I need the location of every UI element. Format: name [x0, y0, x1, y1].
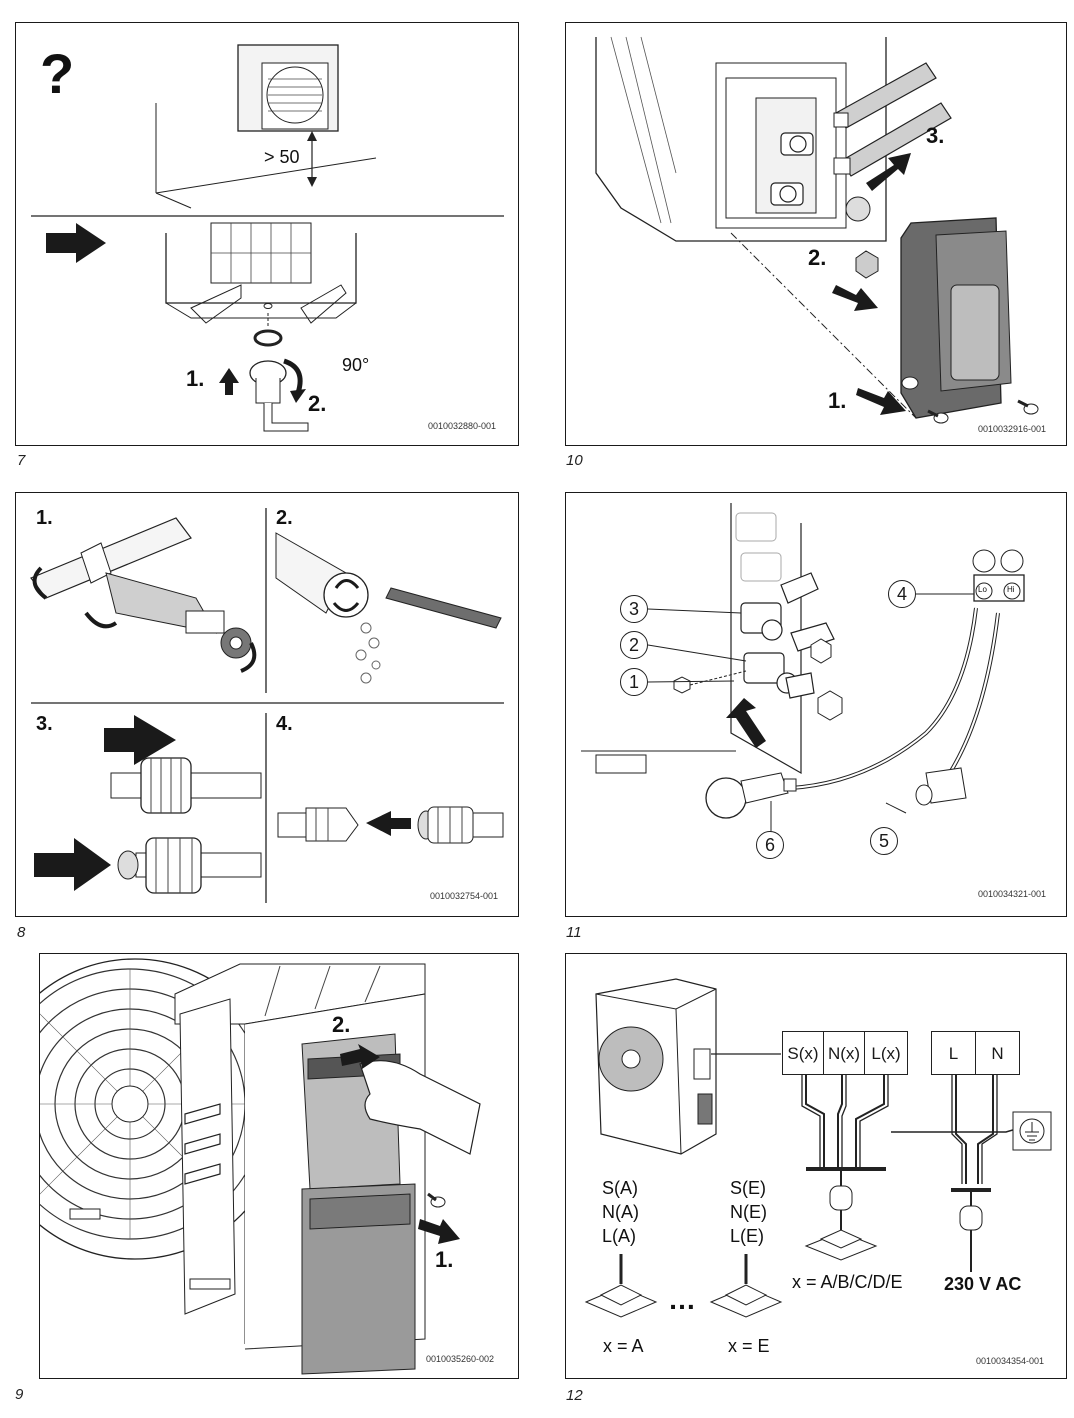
figure-11-number: 11 [566, 924, 582, 941]
unit-e-s: S(E) [730, 1178, 766, 1198]
terminal-nx: N(x) [823, 1031, 865, 1075]
unit-a-s: S(A) [602, 1178, 638, 1198]
unit-e-n: N(E) [730, 1202, 767, 1222]
figure-7-illustration [31, 44, 504, 432]
figure-7-step-1: 1. [186, 366, 205, 391]
figure-11-panel: 3 2 1 4 5 6 Lo Hi 0010034321-001 [565, 492, 1067, 917]
unit-a-n: N(A) [602, 1202, 639, 1222]
terminal-l: L [931, 1031, 976, 1075]
figure-9-code: 0010035260-002 [426, 1354, 495, 1364]
figure-7-number: 7 [17, 452, 26, 469]
figure-10-panel: 3. 2. 1. 0010032916-001 [565, 22, 1067, 446]
figure-12-number: 12 [566, 1387, 583, 1404]
unit-e-l: L(E) [730, 1226, 765, 1246]
figure-11-label-6: 6 [756, 831, 784, 859]
figure-7-code: 0010032880-001 [428, 421, 497, 431]
terminal-lx: L(x) [864, 1031, 908, 1075]
figure-10-code: 0010032916-001 [978, 424, 1047, 434]
terminal-sx: S(x) [782, 1031, 824, 1075]
figure-9-step-2: 2. [332, 1012, 351, 1037]
figure-9-number: 9 [15, 1386, 24, 1403]
terminal-n: N [975, 1031, 1020, 1075]
figure-8-step-3: 3. [36, 713, 53, 735]
figure-8-step-4: 4. [276, 713, 293, 735]
figure-12-panel: S(x) N(x) L(x) L N S(A) N(A) L(A) S(E) N… [565, 953, 1067, 1379]
figure-8-step-1: 1. [36, 507, 53, 529]
figure-11-label-5: 5 [870, 827, 898, 855]
unit-a-l: L(A) [602, 1226, 637, 1246]
figure-12-code: 0010034354-001 [976, 1356, 1045, 1366]
figure-7-question-mark: ? [40, 42, 75, 105]
figure-8-code: 0010032754-001 [430, 891, 499, 901]
figure-10-step-2: 2. [808, 245, 827, 270]
figure-10-step-3: 3. [926, 123, 945, 148]
figure-11-label-4: 4 [888, 580, 916, 608]
figure-7-panel: ? > 50 90° 1. 2. 0010032880-001 [15, 22, 519, 446]
figure-7-angle-label: 90° [342, 355, 370, 375]
figure-10-step-1: 1. [828, 388, 847, 413]
figure-10-illustration [595, 36, 1039, 424]
figure-9-panel: 2. 1. 0010035260-002 [39, 953, 519, 1379]
x-equals-all: x = A/B/C/D/E [792, 1272, 903, 1292]
figure-8-number: 8 [17, 924, 26, 941]
figure-9-illustration [40, 958, 481, 1375]
figure-11-hi-label: Hi [1007, 585, 1015, 594]
figure-11-label-3: 3 [620, 595, 648, 623]
units-ellipsis: … [668, 1284, 696, 1315]
x-equals-e: x = E [728, 1336, 770, 1356]
figure-8-panel: 1. 2. 3. 4. 0010032754-001 [15, 492, 519, 917]
x-equals-a: x = A [603, 1336, 644, 1356]
figure-12-illustration [584, 978, 1052, 1318]
voltage-label: 230 V AC [944, 1274, 1022, 1294]
figure-11-label-1: 1 [620, 668, 648, 696]
figure-9-step-1: 1. [435, 1247, 454, 1272]
figure-8-illustration [30, 508, 504, 903]
figure-7-distance-label: > 50 [264, 147, 300, 167]
figure-7-step-2: 2. [308, 391, 327, 416]
figure-11-lo-label: Lo [978, 585, 987, 594]
figure-8-step-2: 2. [276, 507, 293, 529]
figure-10-number: 10 [566, 452, 583, 469]
figure-11-illustration [581, 503, 1025, 833]
figure-11-code: 0010034321-001 [978, 889, 1047, 899]
figure-11-label-2: 2 [620, 631, 648, 659]
